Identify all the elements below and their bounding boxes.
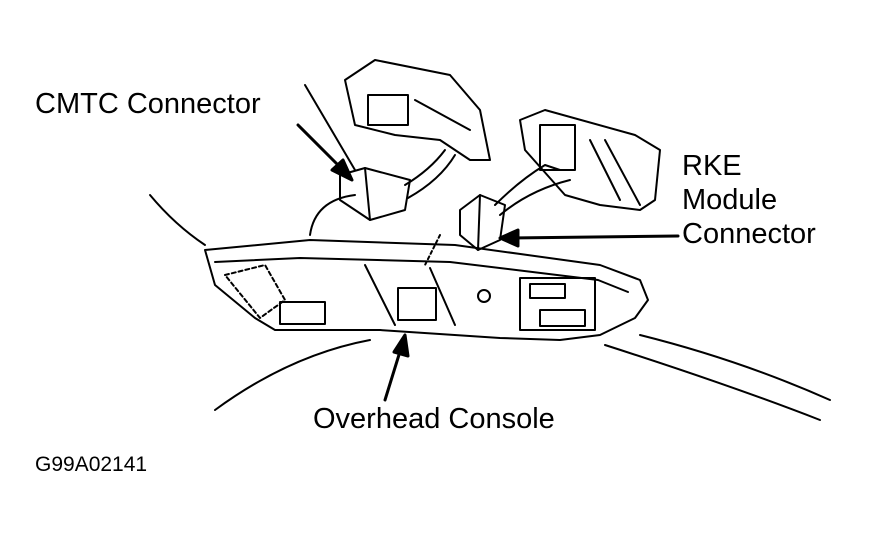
overhead-console-label: Overhead Console bbox=[313, 403, 555, 435]
cmtc-mounting-plate bbox=[344, 59, 491, 161]
headliner-edge-left bbox=[149, 194, 206, 246]
rke-label-line3: Connector bbox=[682, 218, 816, 250]
cmtc-connector bbox=[339, 149, 456, 221]
rke-label-line2: Module bbox=[682, 184, 778, 216]
rke-module-plate bbox=[519, 109, 661, 211]
figure-code: G99A02141 bbox=[35, 453, 148, 476]
rke-label-line1: RKE bbox=[682, 150, 742, 182]
overhead-console bbox=[204, 194, 649, 341]
roof-line bbox=[304, 84, 356, 171]
cmtc-arrow bbox=[296, 123, 354, 182]
rke-module-connector bbox=[459, 164, 571, 251]
cmtc-connector-label: CMTC Connector bbox=[35, 88, 261, 120]
headliner-edge-right-2 bbox=[639, 334, 831, 401]
rke-arrow bbox=[498, 228, 680, 248]
headliner-edge-bottom bbox=[214, 339, 371, 411]
console-arrow bbox=[383, 333, 410, 402]
headliner-edge-right bbox=[604, 344, 821, 421]
